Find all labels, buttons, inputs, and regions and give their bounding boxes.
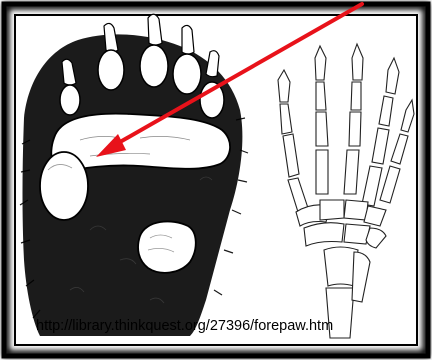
bear-paw-drawing	[20, 14, 248, 336]
toe-pad-3	[173, 25, 201, 94]
source-url-caption[interactable]: http://library.thinkquest.org/27396/fore…	[36, 318, 333, 334]
carpal-pad-left	[40, 152, 88, 220]
forepaw-skeleton-drawing	[278, 44, 414, 338]
toe-pad-1	[98, 23, 124, 90]
toe-pad-2	[140, 14, 168, 87]
carpal-pad-lower	[138, 221, 196, 272]
